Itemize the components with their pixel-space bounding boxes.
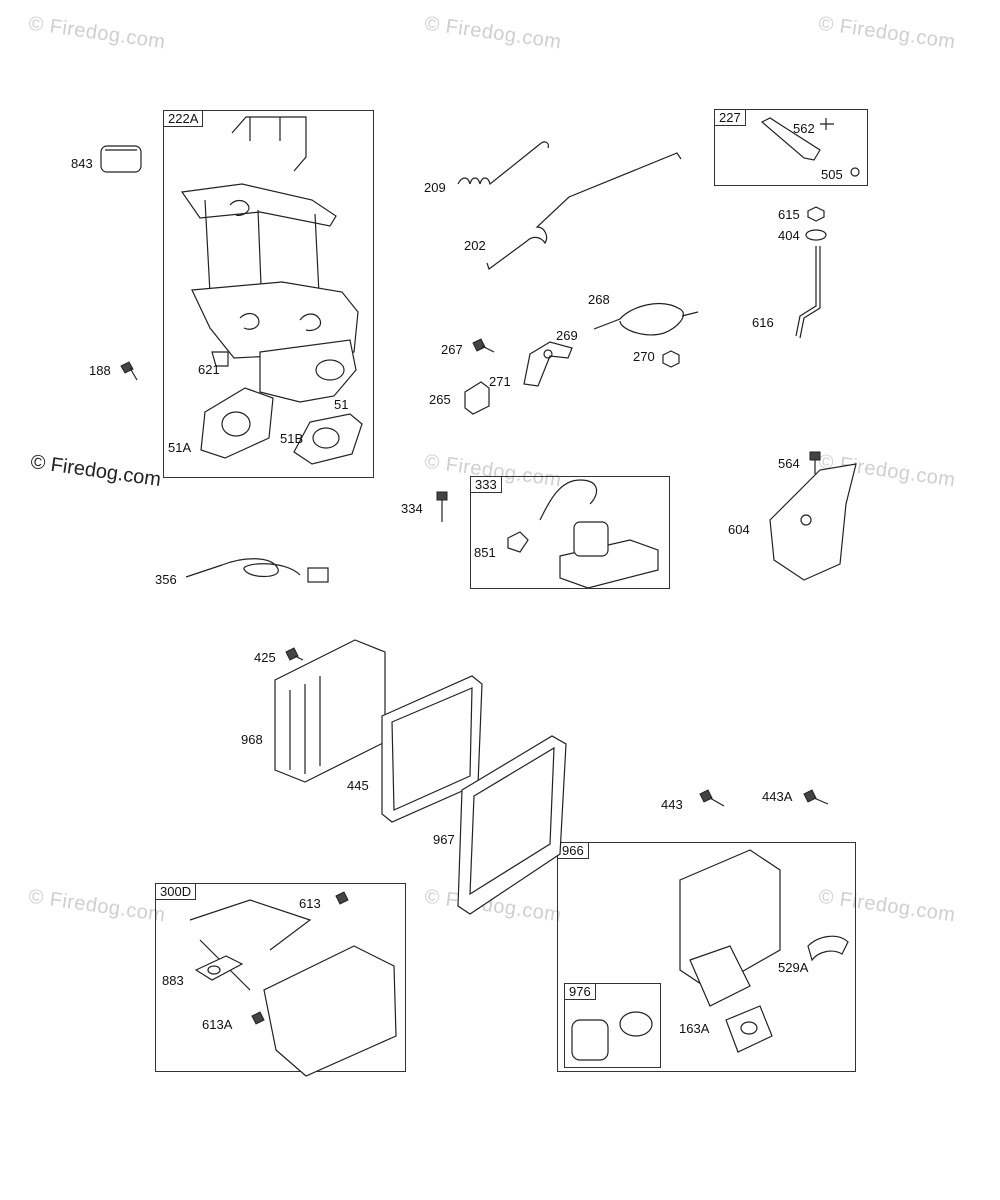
- part-label-851: 851: [474, 545, 496, 560]
- part-label-51B: 51B: [280, 431, 304, 446]
- group-tag-300D: 300D: [155, 883, 197, 900]
- part-label-404: 404: [778, 228, 800, 243]
- part-334-drawing: [436, 491, 448, 522]
- part-300D-drawing: [189, 891, 397, 1077]
- part-label-270: 270: [633, 349, 655, 364]
- part-443-drawing: [699, 789, 725, 807]
- part-227-drawing: [760, 117, 860, 177]
- group-box-222A: [163, 110, 374, 478]
- part-267-drawing: [472, 338, 495, 353]
- part-label-613A: 613A: [202, 1017, 233, 1032]
- group-box-976: [564, 983, 661, 1068]
- part-968-drawing: [274, 639, 386, 783]
- group-box-300D: [155, 883, 406, 1072]
- part-label-968: 968: [241, 732, 263, 747]
- part-615-404-drawing: [805, 206, 827, 241]
- part-label-445: 445: [347, 778, 369, 793]
- part-label-562: 562: [793, 121, 815, 136]
- part-label-271: 271: [489, 374, 511, 389]
- part-label-269: 269: [556, 328, 578, 343]
- part-604-drawing: [769, 463, 857, 581]
- part-label-356: 356: [155, 572, 177, 587]
- part-label-188: 188: [89, 363, 111, 378]
- part-268-drawing: [593, 302, 699, 336]
- group-tag-966: 966: [557, 842, 589, 859]
- group-tag-227: 227: [714, 109, 746, 126]
- group-box-966: [557, 842, 856, 1072]
- part-label-621: 621: [198, 362, 220, 377]
- part-label-616: 616: [752, 315, 774, 330]
- part-443A-drawing: [803, 789, 829, 805]
- part-label-209: 209: [424, 180, 446, 195]
- part-label-604: 604: [728, 522, 750, 537]
- part-label-267: 267: [441, 342, 463, 357]
- part-425-drawing: [285, 647, 304, 661]
- part-label-51: 51: [334, 397, 349, 412]
- part-label-615: 615: [778, 207, 800, 222]
- part-271-drawing: [523, 341, 573, 387]
- part-label-443: 443: [661, 797, 683, 812]
- part-label-529A: 529A: [778, 960, 809, 975]
- part-label-883: 883: [162, 973, 184, 988]
- part-265-drawing: [464, 381, 490, 415]
- part-356-drawing: [185, 558, 329, 583]
- part-label-505: 505: [821, 167, 843, 182]
- part-967-drawing: [457, 735, 567, 915]
- group-tag-222A: 222A: [163, 110, 204, 127]
- part-222A-drawing: [180, 116, 359, 403]
- part-label-268: 268: [588, 292, 610, 307]
- part-51B-drawing: [293, 413, 363, 465]
- part-616-drawing: [795, 246, 821, 339]
- part-label-51A: 51A: [168, 440, 192, 455]
- part-976-drawing: [571, 1011, 653, 1061]
- part-843-drawing: [100, 145, 142, 173]
- group-tag-333: 333: [470, 476, 502, 493]
- group-box-227: [714, 109, 868, 186]
- part-51A-drawing: [200, 387, 274, 459]
- part-188-drawing: [120, 361, 138, 381]
- part-label-443A: 443A: [762, 789, 793, 804]
- part-966-drawing: [679, 849, 849, 1053]
- group-tag-976: 976: [564, 983, 596, 1000]
- part-label-334: 334: [401, 501, 423, 516]
- part-label-613: 613: [299, 896, 321, 911]
- part-270-drawing: [662, 350, 680, 368]
- part-564-drawing: [809, 451, 821, 474]
- part-label-202: 202: [464, 238, 486, 253]
- part-label-265: 265: [429, 392, 451, 407]
- part-label-425: 425: [254, 650, 276, 665]
- part-label-843: 843: [71, 156, 93, 171]
- part-209-drawing: [457, 141, 549, 186]
- group-box-333: [470, 476, 670, 589]
- part-202-drawing: [486, 152, 682, 270]
- part-label-967: 967: [433, 832, 455, 847]
- part-label-564: 564: [778, 456, 800, 471]
- part-333-drawing: [507, 479, 659, 589]
- part-label-163A: 163A: [679, 1021, 710, 1036]
